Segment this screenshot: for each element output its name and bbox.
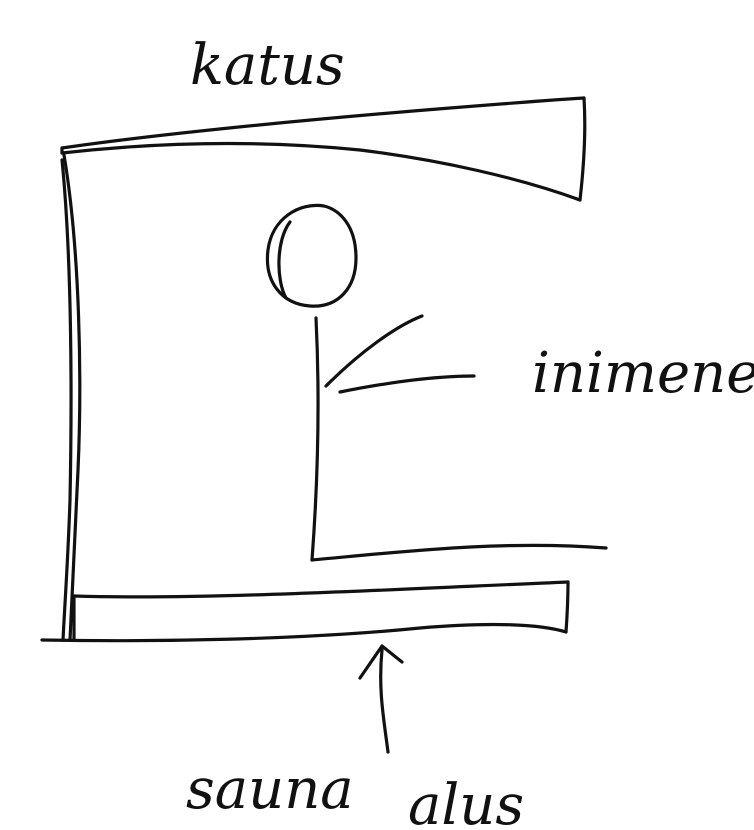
base-arrow xyxy=(360,646,402,752)
person-body xyxy=(312,318,318,560)
person-pointer-line xyxy=(340,376,474,392)
roof-shape xyxy=(62,98,585,200)
sauna-base-platform xyxy=(42,582,568,641)
person-label: inimene xyxy=(532,341,754,406)
left-wall xyxy=(62,155,80,640)
sauna-base-label-word2: alus xyxy=(408,773,524,830)
roof-label: katus xyxy=(190,33,345,98)
person-legs xyxy=(312,545,606,560)
person-arm xyxy=(326,316,422,386)
sauna-base-label-word1: sauna xyxy=(186,757,354,822)
